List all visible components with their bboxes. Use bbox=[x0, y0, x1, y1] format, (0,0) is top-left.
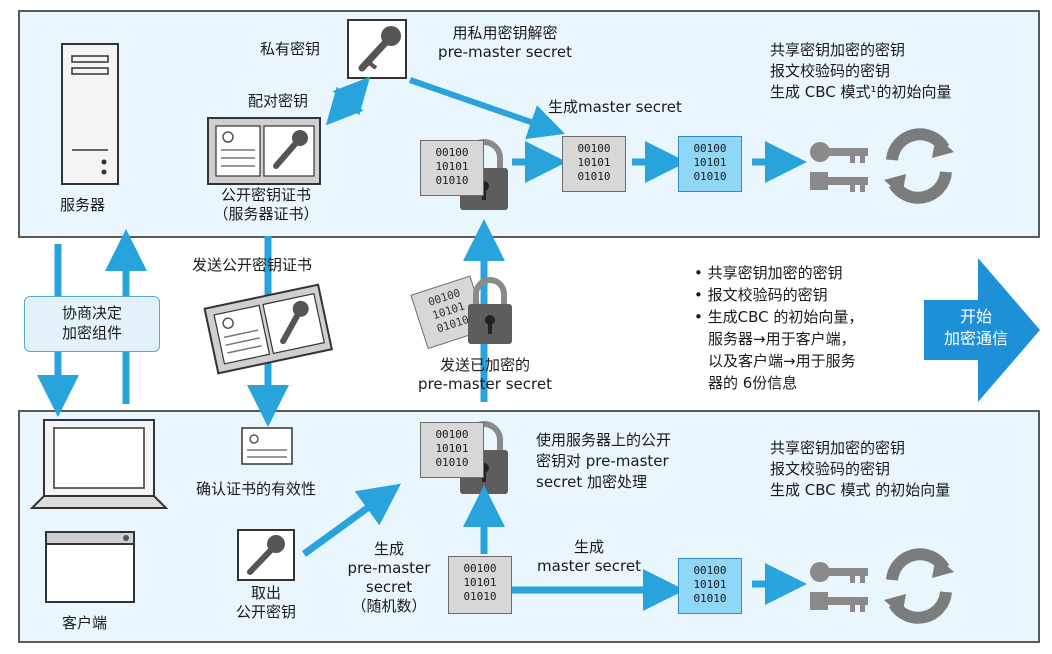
send-encrypted-label: 发送已加密的 pre-master secret bbox=[400, 356, 570, 394]
negotiate-cipher-suite: 协商决定 加密组件 bbox=[24, 296, 160, 352]
certificate-label: 公开密钥证书 （服务器证书） bbox=[196, 186, 336, 224]
server-encrypted-pms-box: 00100 10101 01010 bbox=[420, 140, 484, 196]
server-label: 服务器 bbox=[60, 196, 106, 214]
negotiate-line: 协商决定 bbox=[61, 304, 122, 322]
generate-pms-line: 生成 bbox=[373, 540, 404, 558]
binary-row: 10101 bbox=[435, 442, 469, 455]
binary-row: 00100 bbox=[693, 142, 727, 155]
start-encryption-label: 开始 加密通信 bbox=[922, 306, 1030, 350]
server-keys-line: 共享密钥加密的密钥 bbox=[770, 41, 906, 59]
encrypt-pms-line: 使用服务器上的公开 bbox=[536, 431, 672, 449]
client-keys-line: 共享密钥加密的密钥 bbox=[770, 439, 906, 457]
svg-text:00100: 00100 bbox=[426, 286, 462, 309]
server-keys-line: 生成 CBC 模式¹的初始向量 bbox=[770, 83, 952, 101]
client-keys-line: 生成 CBC 模式 的初始向量 bbox=[770, 481, 951, 499]
server-pms-box: 00100 10101 01010 bbox=[562, 136, 626, 192]
private-key-label: 私有密钥 bbox=[260, 40, 321, 58]
client-keys-label: 共享密钥加密的密钥 报文校验码的密钥 生成 CBC 模式 的初始向量 bbox=[770, 438, 950, 501]
binary-row: 10101 bbox=[463, 576, 497, 589]
send-certificate-label: 发送公开密钥证书 bbox=[192, 256, 313, 274]
client-encrypted-pms-box: 00100 10101 01010 bbox=[420, 422, 484, 478]
verify-certificate-label: 确认证书的有效性 bbox=[196, 480, 317, 498]
svg-text:10101: 10101 bbox=[431, 300, 467, 323]
generate-pms-line: （随机数） bbox=[351, 597, 427, 615]
client-pms-box: 00100 10101 01010 bbox=[448, 556, 512, 614]
server-keys-label: 共享密钥加密的密钥 报文校验码的密钥 生成 CBC 模式¹的初始向量 bbox=[770, 40, 952, 103]
key-info-item: 服务器→用于客户端， bbox=[708, 330, 856, 348]
start-line: 加密通信 bbox=[943, 329, 1008, 348]
client-keys-line: 报文校验码的密钥 bbox=[770, 460, 891, 478]
negotiate-line: 加密组件 bbox=[61, 324, 122, 342]
key-info-item: • 生成CBC 的初始向量， bbox=[694, 308, 864, 326]
generate-master-secret-label: 生成master secret bbox=[548, 98, 682, 116]
key-info-item: • 报文校验码的密钥 bbox=[694, 286, 828, 304]
generate-pms-line: secret bbox=[365, 578, 413, 596]
binary-row: 01010 bbox=[693, 592, 727, 605]
binary-row: 00100 bbox=[577, 142, 611, 155]
binary-row: 01010 bbox=[577, 170, 611, 183]
client-panel bbox=[18, 410, 1040, 643]
binary-row: 10101 bbox=[693, 156, 727, 169]
take-public-key-label: 取出 公开密钥 bbox=[206, 584, 326, 622]
generate-ms-line: master secret bbox=[537, 557, 641, 575]
server-keys-line: 报文校验码的密钥 bbox=[770, 62, 891, 80]
binary-row: 10101 bbox=[435, 160, 469, 173]
sent-encrypted-pms: 00100 10101 01010 bbox=[410, 275, 488, 350]
binary-row: 10101 bbox=[577, 156, 611, 169]
key-info-item: 以及客户端→用于服务 bbox=[708, 352, 856, 370]
sent-certificate-icon bbox=[203, 283, 333, 375]
encrypt-pms-line: secret 加密处理 bbox=[536, 473, 648, 491]
client-label: 客户端 bbox=[62, 614, 108, 632]
certificate-label-line: （服务器证书） bbox=[213, 205, 319, 223]
binary-row: 00100 bbox=[435, 428, 469, 441]
server-master-secret-box: 00100 10101 01010 bbox=[678, 136, 742, 192]
binary-row: 01010 bbox=[435, 456, 469, 469]
decrypt-label: 用私用密钥解密 pre-master secret bbox=[420, 24, 590, 62]
encrypt-pms-line: 密钥对 pre-master bbox=[536, 452, 669, 470]
key-info-item: 器的 6份信息 bbox=[708, 374, 798, 392]
decrypt-label-line: pre-master secret bbox=[438, 43, 572, 61]
decrypt-label-line: 用私用密钥解密 bbox=[452, 24, 558, 42]
client-master-secret-box: 00100 10101 01010 bbox=[678, 558, 742, 614]
encrypt-pms-label: 使用服务器上的公开 密钥对 pre-master secret 加密处理 bbox=[536, 430, 671, 493]
send-encrypted-line: pre-master secret bbox=[418, 375, 552, 393]
certificate-label-line: 公开密钥证书 bbox=[220, 186, 311, 204]
key-info-item: • 共享密钥加密的密钥 bbox=[694, 264, 843, 282]
binary-row: 01010 bbox=[435, 174, 469, 187]
binary-row: 01010 bbox=[693, 170, 727, 183]
key-info-list: • 共享密钥加密的密钥 • 报文校验码的密钥 • 生成CBC 的初始向量， 服务… bbox=[694, 262, 863, 394]
generate-ms-label: 生成 master secret bbox=[524, 538, 654, 576]
take-key-line: 公开密钥 bbox=[235, 603, 296, 621]
binary-row: 00100 bbox=[435, 146, 469, 159]
binary-row: 10101 bbox=[693, 578, 727, 591]
binary-row: 01010 bbox=[463, 590, 497, 603]
generate-ms-line: 生成 bbox=[573, 538, 604, 556]
sent-lock-icon bbox=[468, 277, 512, 344]
svg-text:01010: 01010 bbox=[435, 313, 471, 336]
take-key-line: 取出 bbox=[250, 584, 281, 602]
binary-row: 00100 bbox=[693, 564, 727, 577]
pair-label: 配对密钥 bbox=[248, 92, 309, 110]
send-encrypted-line: 发送已加密的 bbox=[439, 356, 530, 374]
generate-pms-line: pre-master bbox=[347, 559, 431, 577]
start-line: 开始 bbox=[959, 307, 992, 326]
generate-pms-label: 生成 pre-master secret （随机数） bbox=[334, 540, 444, 616]
binary-row: 00100 bbox=[463, 562, 497, 575]
